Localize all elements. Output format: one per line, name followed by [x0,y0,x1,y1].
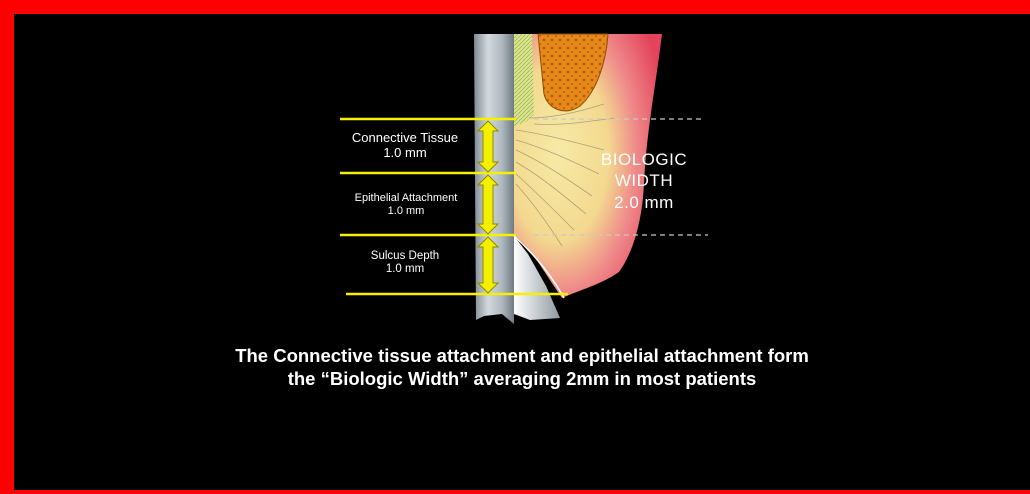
biologic-width-label: BIOLOGIC WIDTH 2.0 mm [582,149,706,213]
biologic-width-line2: WIDTH [582,170,706,191]
sulcus-depth-value: 1.0 mm [350,263,460,276]
connective-tissue-value: 1.0 mm [330,146,480,161]
biologic-width-value: 2.0 mm [582,192,706,213]
epithelial-attachment-name: Epithelial Attachment [326,192,486,205]
biologic-width-diagram [14,14,1030,490]
sulcus-depth-label: Sulcus Depth 1.0 mm [350,250,460,276]
biologic-width-line1: BIOLOGIC [582,149,706,170]
epithelial-attachment-value: 1.0 mm [326,205,486,218]
slide-caption: The Connective tissue attachment and epi… [14,344,1030,391]
connective-tissue-label: Connective Tissue 1.0 mm [330,131,480,161]
connective-tissue-name: Connective Tissue [330,131,480,146]
tooth-root [474,34,514,324]
epithelial-attachment-label: Epithelial Attachment 1.0 mm [326,192,486,217]
slide-screen: Connective Tissue 1.0 mm Epithelial Atta… [14,14,1030,490]
caption-line-2: the “Biologic Width” averaging 2mm in mo… [14,367,1030,390]
sulcus-depth-name: Sulcus Depth [350,250,460,263]
periodontal-ligament [514,34,534,126]
caption-line-1: The Connective tissue attachment and epi… [14,344,1030,367]
